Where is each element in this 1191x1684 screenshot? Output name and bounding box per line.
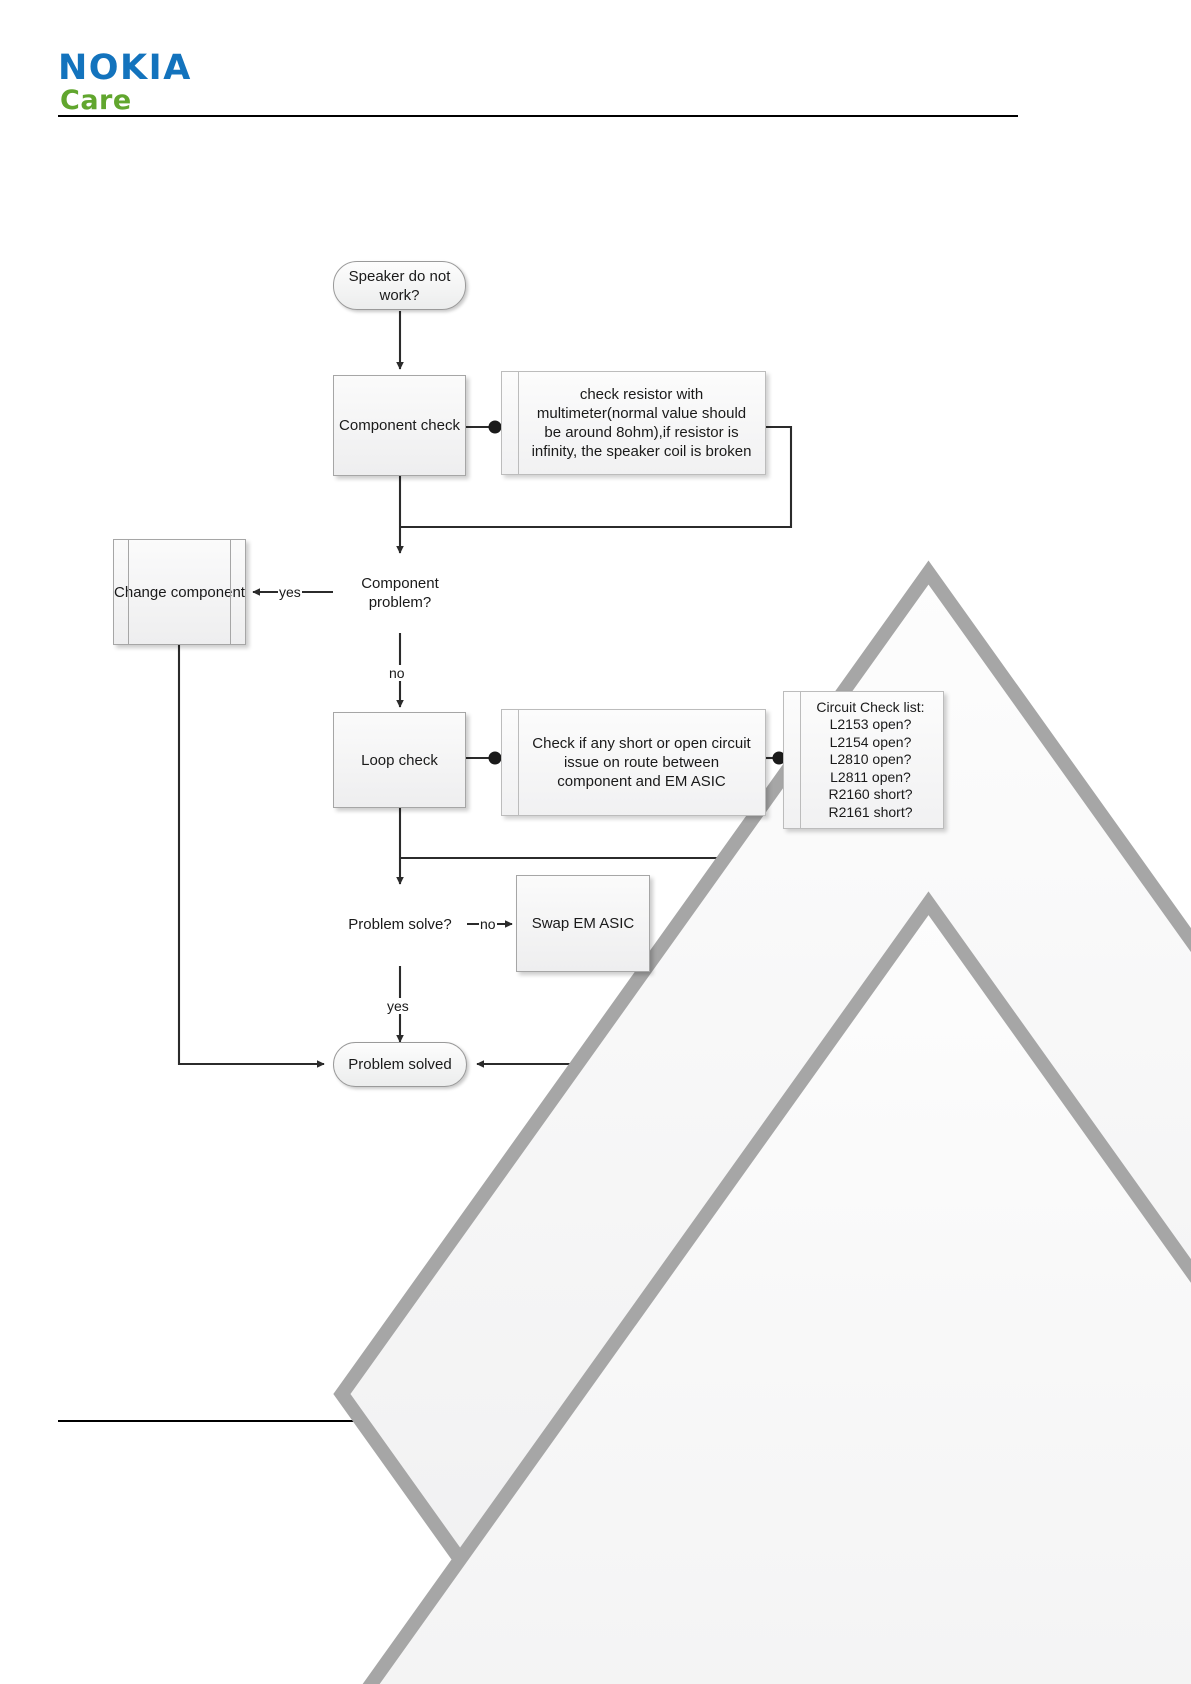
flow-node-component-problem-label: Component problem? (361, 575, 439, 611)
care-wordmark-logo: Care (60, 85, 132, 116)
decision-diamond-shape (362, 891, 1191, 1684)
flow-node-swap-em-asic[interactable]: Swap EM ASIC (516, 875, 650, 972)
flow-node-component-problem[interactable]: Component problem? (333, 552, 1191, 1684)
flow-note-loop-check: Check if any short or open circuit issue… (501, 709, 766, 816)
flow-node-start[interactable]: Speaker do not work? (333, 261, 466, 310)
flow-note-circuit-checklist: Circuit Check list: L2153 open? L2154 op… (783, 691, 944, 829)
nokia-wordmark-logo: NOKIA (58, 48, 192, 88)
note-anchor-dot (488, 751, 502, 765)
flow-note-component-check: check resistor with multimeter(normal va… (501, 371, 766, 475)
note-anchor-dot (488, 420, 502, 434)
flow-node-problem-solve[interactable]: Problem solve? (333, 883, 1191, 1684)
edge-label-component-problem-no: no (388, 665, 406, 681)
circuit-checklist-text: Circuit Check list: L2153 open? L2154 op… (816, 698, 925, 820)
flow-node-component-check[interactable]: Component check (333, 375, 466, 476)
edge-label-component-problem-yes: yes (278, 584, 302, 600)
flow-node-change-component[interactable]: Change component (113, 539, 246, 645)
edge-label-problem-solve-yes: yes (386, 998, 410, 1014)
flow-node-problem-solved[interactable]: Problem solved (333, 1042, 467, 1087)
flow-node-problem-solve-label: Problem solve? (348, 916, 452, 933)
edge-label-problem-solve-no: no (479, 916, 497, 932)
flow-node-loop-check[interactable]: Loop check (333, 712, 466, 808)
page-header: NOKIA Care (58, 48, 1018, 122)
note-anchor-dot (772, 751, 786, 765)
header-divider-rule (58, 115, 1018, 117)
